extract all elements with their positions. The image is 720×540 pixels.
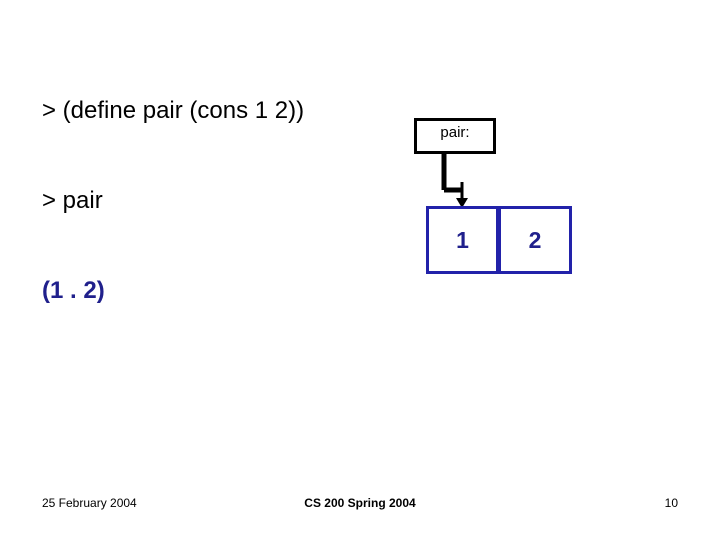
- pair-label-text: pair:: [440, 124, 470, 141]
- cons-cell-diagram: 1 2: [426, 206, 572, 274]
- repl-line-define: > (define pair (cons 1 2)): [42, 97, 305, 124]
- repl-line-pair: > pair: [42, 187, 103, 214]
- repl-transcript: > (define pair (cons 1 2)) > pair (1 . 2…: [42, 36, 304, 366]
- repl-line-result: (1 . 2): [42, 277, 105, 304]
- pointer-arrow-icon: [441, 152, 468, 208]
- footer-page-number: 10: [664, 496, 678, 510]
- footer-date: 25 February 2004: [42, 496, 137, 510]
- cons-cell-cdr: 2: [499, 206, 572, 274]
- footer-course: CS 200 Spring 2004: [304, 496, 416, 510]
- pair-label-box: [414, 118, 496, 154]
- cons-cell-car: 1: [426, 206, 499, 274]
